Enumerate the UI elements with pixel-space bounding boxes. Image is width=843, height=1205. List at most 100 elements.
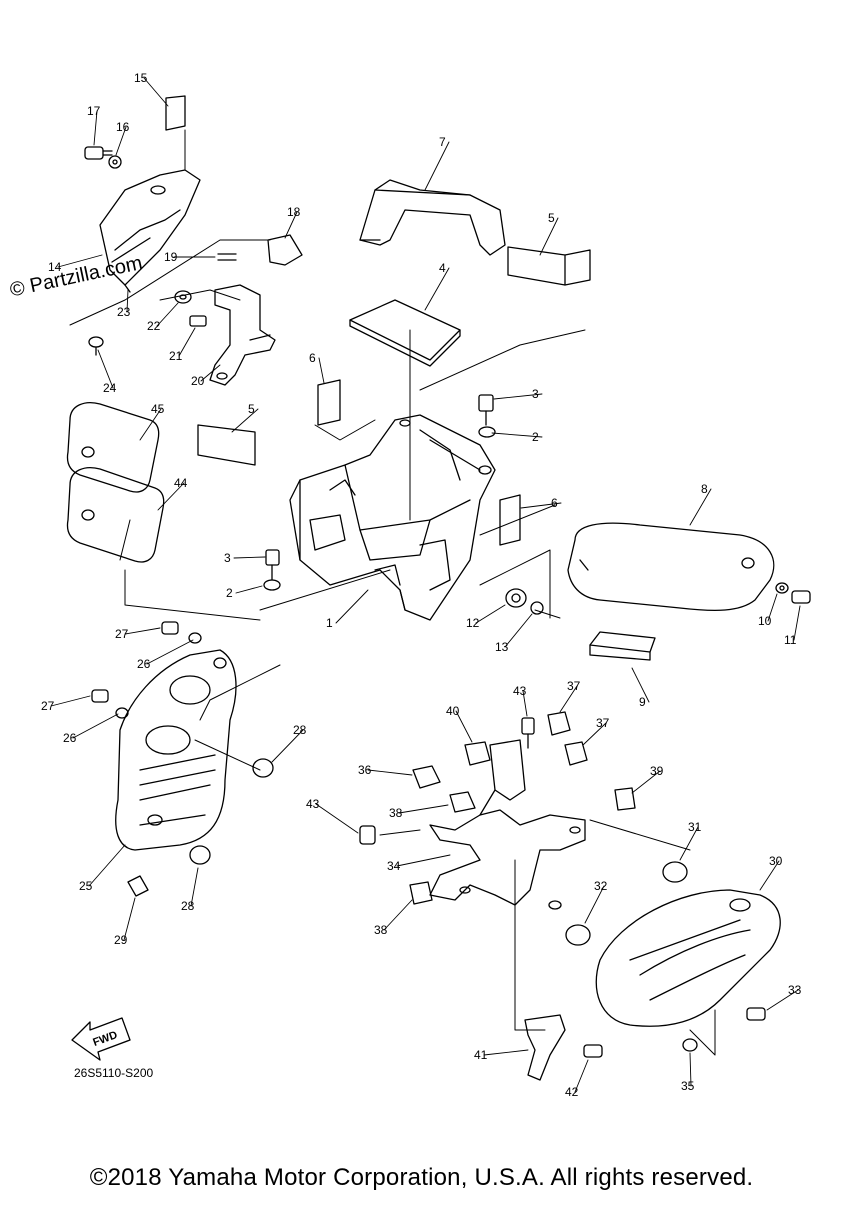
callout-43[interactable]: 43 bbox=[513, 684, 527, 698]
fasteners-right bbox=[263, 394, 811, 615]
emblem-9 bbox=[589, 631, 656, 661]
leader-line-38 bbox=[398, 804, 449, 814]
leader-line-28-2 bbox=[190, 867, 199, 907]
callout-2[interactable]: 2 bbox=[532, 430, 539, 444]
leader-line-42 bbox=[574, 1059, 589, 1093]
callout-9[interactable]: 9 bbox=[639, 695, 646, 709]
callout-37-2[interactable]: 37 bbox=[596, 716, 610, 730]
leader-line-20 bbox=[200, 364, 221, 382]
callout-leaders bbox=[50, 77, 801, 1093]
callout-26-2[interactable]: 26 bbox=[63, 731, 77, 745]
callout-17[interactable]: 17 bbox=[87, 104, 101, 118]
leader-line-17 bbox=[93, 110, 98, 146]
pad-left bbox=[197, 424, 256, 466]
leader-line-18 bbox=[284, 211, 298, 239]
callout-37[interactable]: 37 bbox=[567, 679, 581, 693]
leader-line-3-2 bbox=[233, 556, 266, 559]
callout-24[interactable]: 24 bbox=[103, 381, 117, 395]
callout-12[interactable]: 12 bbox=[466, 616, 480, 630]
leader-line-35 bbox=[689, 1052, 692, 1087]
battery-box bbox=[289, 414, 496, 621]
leader-line-43-2 bbox=[315, 803, 359, 834]
callout-22[interactable]: 22 bbox=[147, 319, 161, 333]
callout-18[interactable]: 18 bbox=[287, 205, 301, 219]
callout-45[interactable]: 45 bbox=[151, 402, 165, 416]
callout-29[interactable]: 29 bbox=[114, 933, 128, 947]
callout-13[interactable]: 13 bbox=[495, 640, 509, 654]
leader-line-3 bbox=[493, 393, 543, 400]
callout-25[interactable]: 25 bbox=[79, 879, 93, 893]
leader-line-26 bbox=[146, 639, 194, 665]
leader-line-30 bbox=[759, 860, 780, 891]
leader-line-26-2 bbox=[72, 713, 119, 739]
callout-38-2[interactable]: 38 bbox=[374, 923, 388, 937]
leader-line-28 bbox=[271, 729, 304, 763]
callout-7[interactable]: 7 bbox=[439, 135, 446, 149]
leader-line-40 bbox=[455, 710, 473, 743]
callout-8[interactable]: 8 bbox=[701, 482, 708, 496]
callout-39[interactable]: 39 bbox=[650, 764, 664, 778]
leader-line-12 bbox=[475, 604, 506, 624]
leader-line-21 bbox=[178, 327, 196, 357]
callout-1[interactable]: 1 bbox=[326, 616, 333, 630]
callout-28-2[interactable]: 28 bbox=[181, 899, 195, 913]
leader-line-37 bbox=[559, 685, 578, 713]
callout-14[interactable]: 14 bbox=[48, 260, 62, 274]
callout-15[interactable]: 15 bbox=[134, 71, 148, 85]
callout-33[interactable]: 33 bbox=[788, 983, 802, 997]
callout-21[interactable]: 21 bbox=[169, 349, 183, 363]
frame-bracket-34 bbox=[429, 739, 586, 910]
callout-5-2[interactable]: 5 bbox=[248, 402, 255, 416]
callout-3-2[interactable]: 3 bbox=[224, 551, 231, 565]
callout-10[interactable]: 10 bbox=[758, 614, 772, 628]
callout-16[interactable]: 16 bbox=[116, 120, 130, 134]
leader-line-33 bbox=[766, 989, 799, 1011]
leader-line-37-2 bbox=[582, 722, 607, 746]
callout-31[interactable]: 31 bbox=[688, 820, 702, 834]
leader-line-9 bbox=[631, 667, 650, 703]
callout-41[interactable]: 41 bbox=[474, 1048, 488, 1062]
leader-line-7 bbox=[424, 141, 450, 191]
callout-30[interactable]: 30 bbox=[769, 854, 783, 868]
left-cover-25 bbox=[115, 649, 237, 851]
callout-20[interactable]: 20 bbox=[191, 374, 205, 388]
callout-19[interactable]: 19 bbox=[164, 250, 178, 264]
callout-35[interactable]: 35 bbox=[681, 1079, 695, 1093]
callout-3[interactable]: 3 bbox=[532, 387, 539, 401]
callout-labels: 1223345566789101112131415161718192021222… bbox=[41, 71, 802, 1099]
leader-line-45 bbox=[139, 408, 162, 441]
callout-26[interactable]: 26 bbox=[137, 657, 151, 671]
callout-23[interactable]: 23 bbox=[117, 305, 131, 319]
callout-6-2[interactable]: 6 bbox=[551, 496, 558, 510]
leader-line-1 bbox=[335, 589, 369, 624]
callout-27-2[interactable]: 27 bbox=[41, 699, 55, 713]
callout-36[interactable]: 36 bbox=[358, 763, 372, 777]
right-cover-30 bbox=[595, 889, 781, 1027]
side-cover-8 bbox=[567, 522, 775, 612]
leader-line-6 bbox=[318, 357, 325, 384]
leader-line-2-2 bbox=[235, 585, 263, 594]
callout-28[interactable]: 28 bbox=[293, 723, 307, 737]
leader-line-22 bbox=[156, 302, 179, 327]
side-plate-44 bbox=[66, 467, 165, 563]
callout-43-2[interactable]: 43 bbox=[306, 797, 320, 811]
upper-cover bbox=[99, 169, 201, 293]
callout-34[interactable]: 34 bbox=[387, 859, 401, 873]
callout-42[interactable]: 42 bbox=[565, 1085, 579, 1099]
callout-4[interactable]: 4 bbox=[439, 261, 446, 275]
callout-32[interactable]: 32 bbox=[594, 879, 608, 893]
callout-44[interactable]: 44 bbox=[174, 476, 188, 490]
leader-line-44 bbox=[157, 482, 185, 511]
callout-2-2[interactable]: 2 bbox=[226, 586, 233, 600]
leader-line-27-2 bbox=[50, 695, 91, 707]
callout-11[interactable]: 11 bbox=[784, 633, 797, 647]
leader-line-15 bbox=[143, 77, 169, 107]
callout-6[interactable]: 6 bbox=[309, 351, 316, 365]
callout-27[interactable]: 27 bbox=[115, 627, 129, 641]
side-plate-45 bbox=[66, 402, 160, 493]
leader-line-29 bbox=[123, 897, 136, 941]
callout-5[interactable]: 5 bbox=[548, 211, 555, 225]
callout-40[interactable]: 40 bbox=[446, 704, 460, 718]
callout-38[interactable]: 38 bbox=[389, 806, 403, 820]
